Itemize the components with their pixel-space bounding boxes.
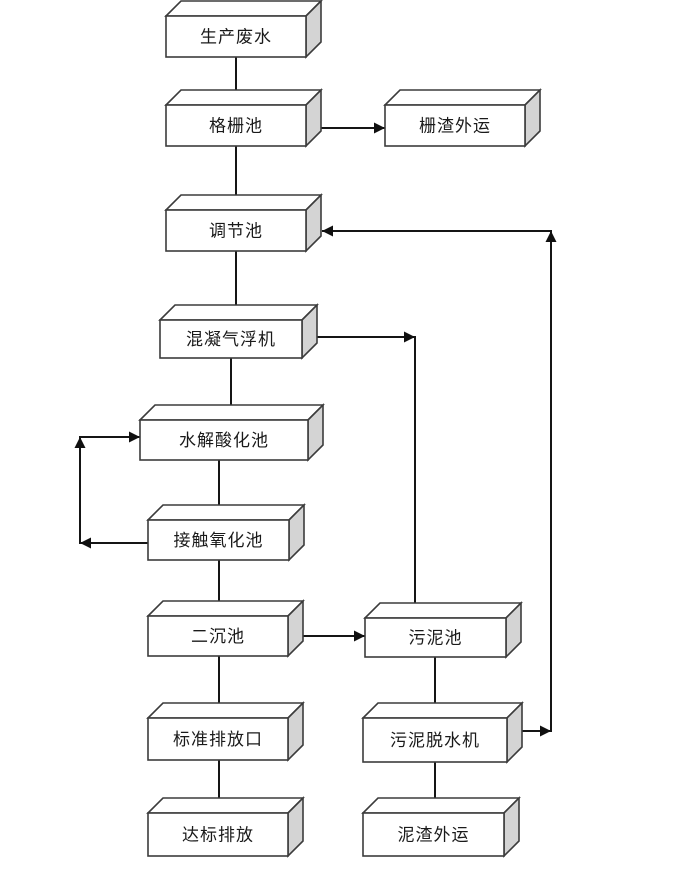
arrowhead-right-icon	[354, 630, 365, 642]
node-top-face	[146, 702, 305, 719]
process-node-n12[interactable]: 达标排放	[146, 796, 305, 858]
node-label: 达标排放	[182, 826, 254, 846]
node-front-face	[147, 717, 289, 761]
arrowhead-up-icon	[545, 231, 557, 242]
flow-edge-e6	[317, 331, 421, 618]
process-node-n5[interactable]: 混凝气浮机	[158, 303, 319, 360]
arrowhead-right-icon	[540, 725, 551, 737]
node-label: 生产废水	[200, 28, 272, 48]
node-label: 调节池	[209, 222, 263, 242]
connector-line	[79, 436, 148, 544]
process-node-n3[interactable]: 栅渣外运	[383, 88, 542, 148]
process-node-n6[interactable]: 水解酸化池	[138, 403, 325, 462]
node-front-face	[147, 519, 290, 561]
node-top-face	[138, 404, 325, 421]
process-node-n13[interactable]: 泥渣外运	[361, 796, 521, 858]
node-top-face	[164, 0, 323, 17]
node-front-face	[159, 319, 303, 359]
node-label: 泥渣外运	[398, 826, 470, 846]
flow-edge-e15	[322, 225, 557, 737]
process-node-n10[interactable]: 标准排放口	[146, 701, 305, 762]
node-front-face	[147, 812, 289, 857]
node-label: 混凝气浮机	[186, 330, 276, 350]
node-label: 标准排放口	[173, 730, 263, 750]
process-node-n8[interactable]: 二沉池	[146, 599, 305, 658]
node-front-face	[384, 104, 526, 147]
process-node-n2[interactable]: 格栅池	[164, 88, 323, 148]
node-top-face	[164, 194, 323, 211]
process-node-n7[interactable]: 接触氧化池	[146, 503, 306, 562]
node-label: 污泥池	[409, 629, 463, 649]
process-node-n4[interactable]: 调节池	[164, 193, 323, 253]
node-top-face	[361, 797, 521, 814]
flow-edge-e2	[321, 122, 385, 134]
flow-edge-e8	[74, 431, 148, 549]
process-node-n1[interactable]: 生产废水	[164, 0, 323, 59]
node-front-face	[362, 812, 505, 857]
arrowhead-right-icon	[374, 122, 385, 134]
node-top-face	[146, 504, 306, 521]
node-front-face	[362, 717, 508, 763]
node-front-face	[147, 615, 289, 657]
node-label: 污泥脱水机	[390, 731, 480, 751]
node-label: 水解酸化池	[179, 431, 269, 451]
arrowhead-right-icon	[404, 331, 415, 343]
node-top-face	[361, 702, 524, 719]
node-top-face	[158, 304, 319, 321]
arrowhead-up-icon	[74, 437, 86, 448]
node-top-face	[164, 89, 323, 106]
arrowhead-left-icon	[322, 225, 333, 237]
node-top-face	[363, 602, 523, 619]
connector-line	[317, 336, 416, 618]
node-front-face	[139, 419, 309, 461]
process-node-n11[interactable]: 污泥脱水机	[361, 701, 524, 764]
node-front-face	[165, 209, 307, 252]
flow-edge-e10	[303, 630, 365, 642]
node-top-face	[146, 797, 305, 814]
node-front-face	[165, 15, 307, 58]
node-label: 二沉池	[191, 627, 245, 647]
node-label: 格栅池	[209, 117, 263, 137]
connector-line	[322, 230, 552, 732]
node-top-face	[383, 89, 542, 106]
arrowhead-left-icon	[80, 537, 91, 549]
process-node-n9[interactable]: 污泥池	[363, 601, 523, 659]
node-front-face	[165, 104, 307, 147]
node-label: 栅渣外运	[419, 117, 491, 137]
node-label: 接触氧化池	[174, 531, 264, 551]
arrowhead-right-icon	[129, 431, 140, 443]
node-front-face	[364, 617, 507, 658]
node-top-face	[146, 600, 305, 617]
